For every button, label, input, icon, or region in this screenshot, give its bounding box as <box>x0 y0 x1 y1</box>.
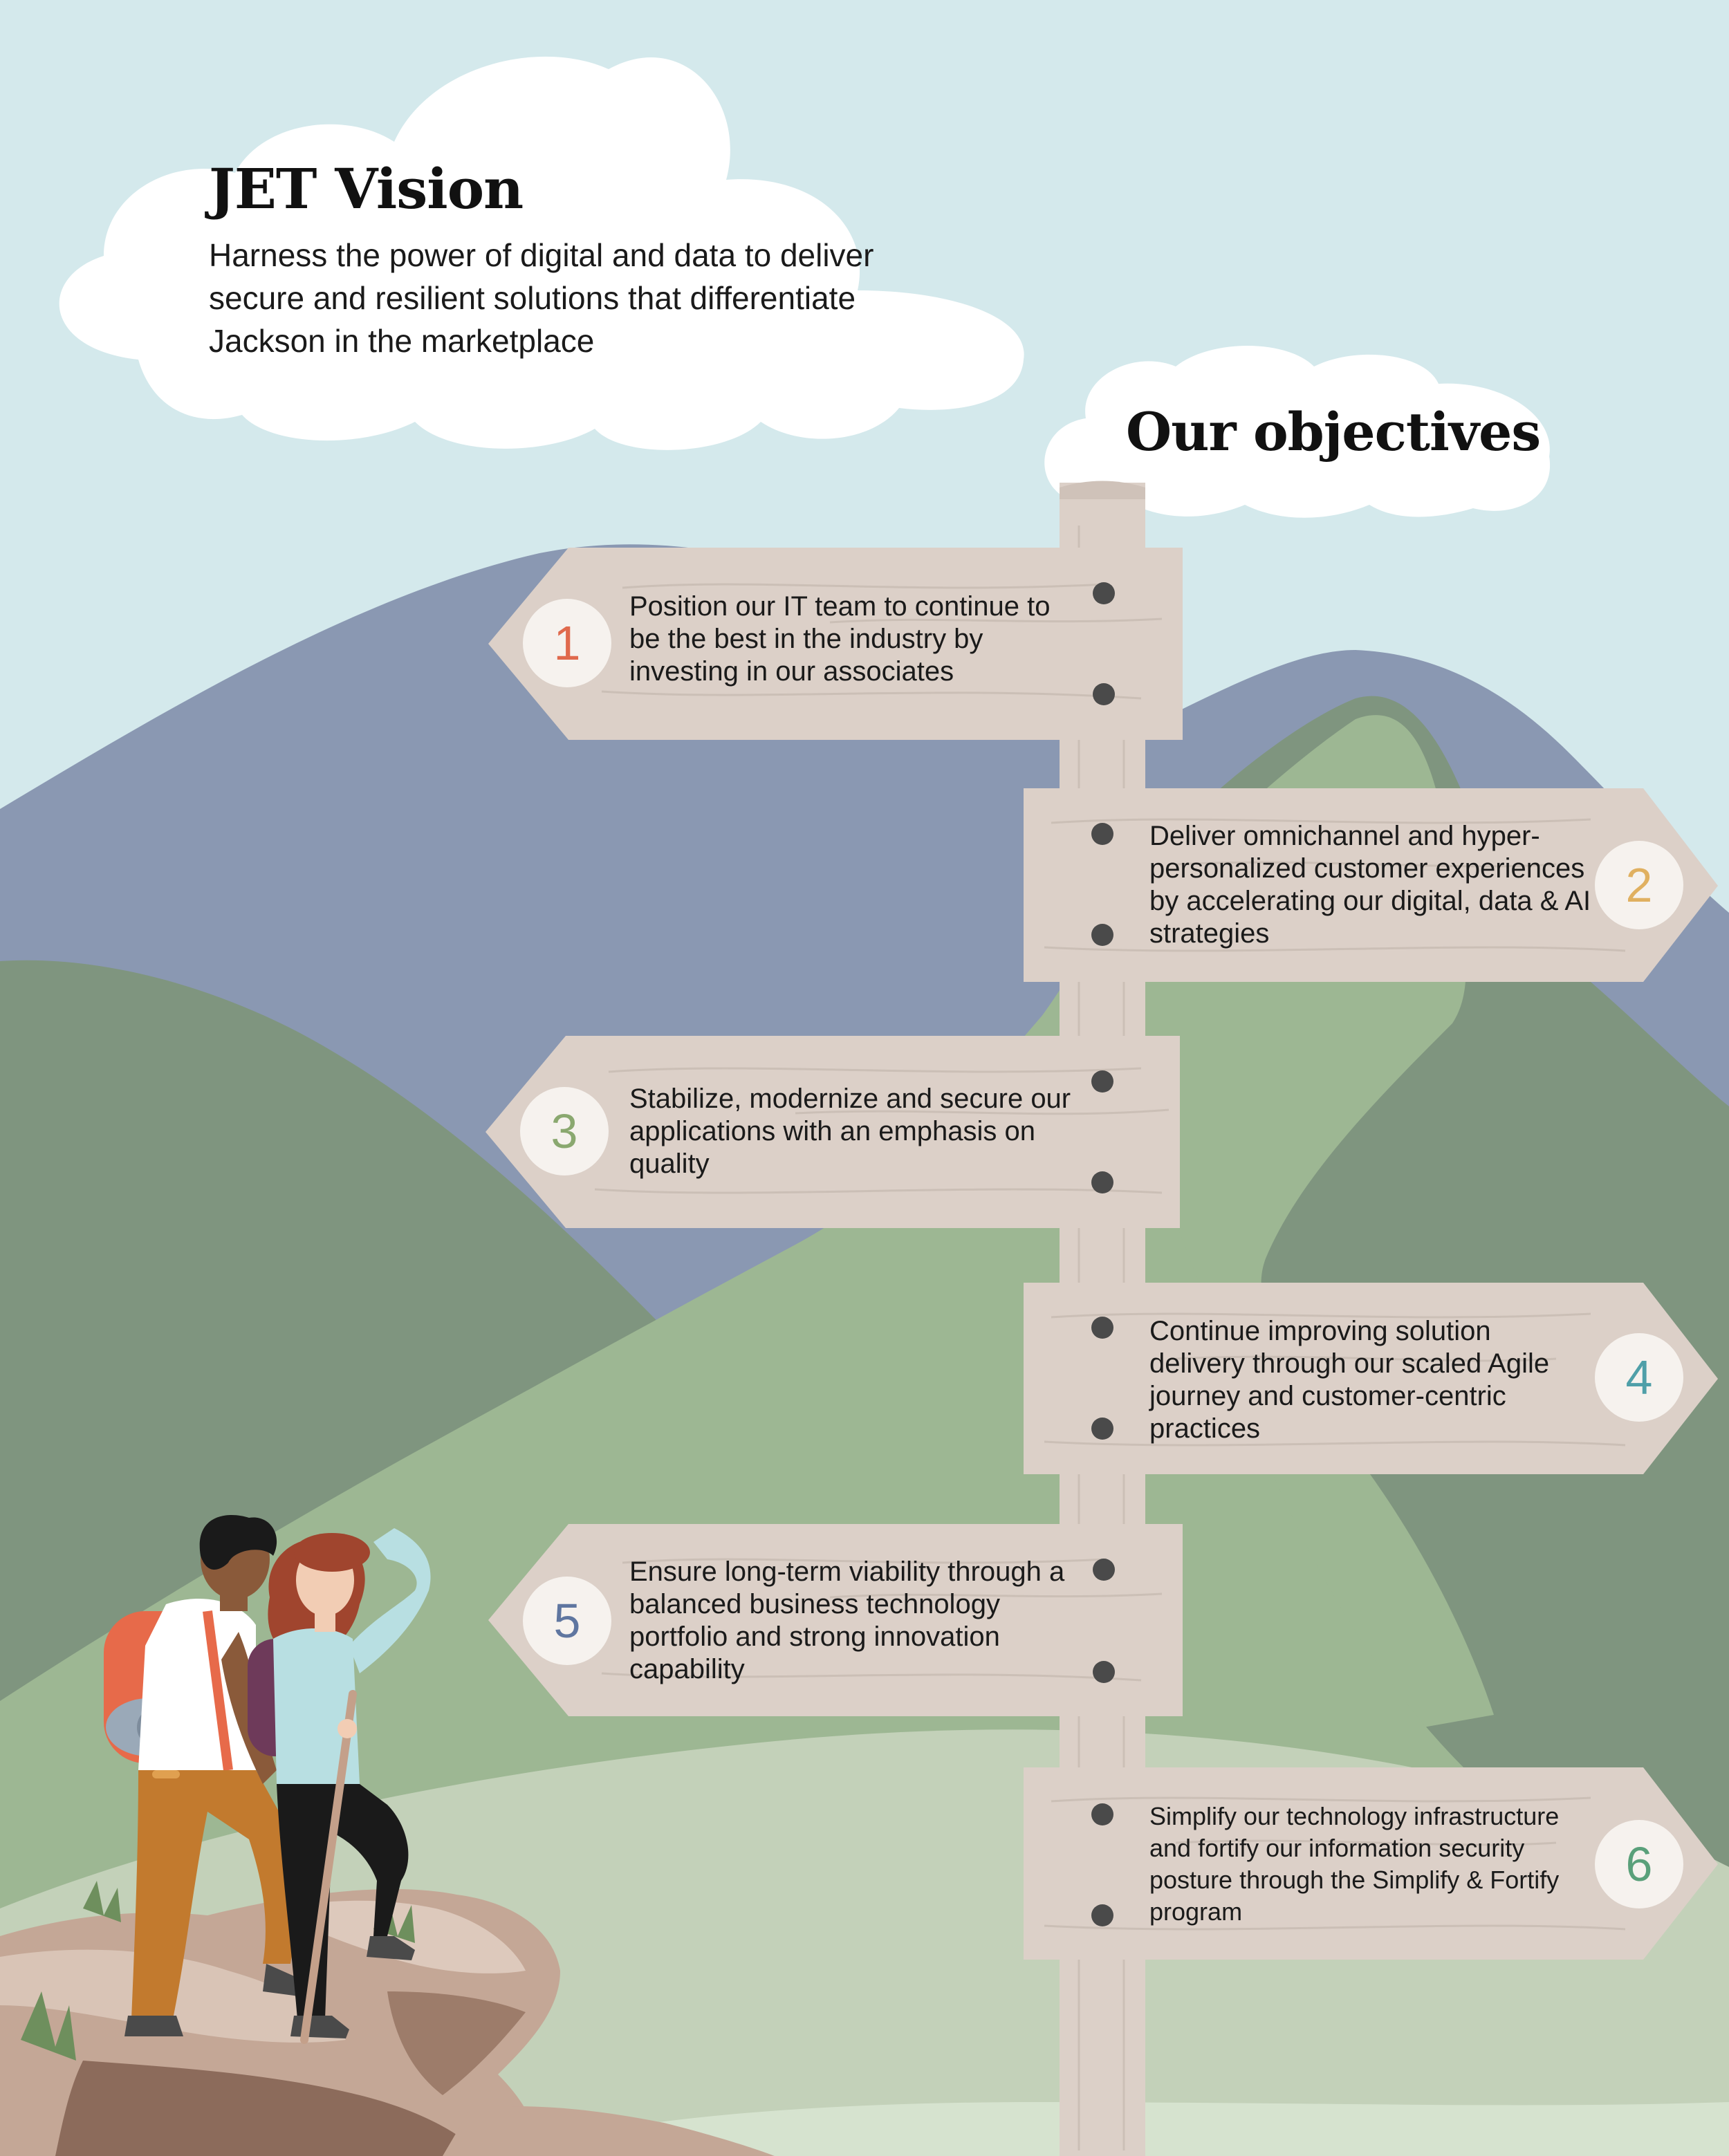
objective-text-1: Position our IT team to continue to be t… <box>629 591 1051 687</box>
objective-text-3: Stabilize, modernize and secure our appl… <box>629 1084 1071 1179</box>
pole-cap <box>1060 481 1145 499</box>
sign-5 <box>488 1524 1183 1716</box>
objective-number-1: 1 <box>523 599 611 687</box>
vision-cloud <box>59 56 1024 450</box>
objective-number-3: 3 <box>520 1087 609 1175</box>
objectives-cloud <box>1044 346 1551 518</box>
sign-3 <box>486 1036 1180 1228</box>
sign-4 <box>1024 1283 1718 1474</box>
objective-number-5: 5 <box>523 1577 611 1665</box>
objectives-title: Our objectives <box>1126 401 1541 463</box>
hikers-illustration <box>104 1514 431 2044</box>
objective-text-4: Continue improving solution delivery thr… <box>1149 1316 1550 1444</box>
vision-statement: Harness the power of digital and data to… <box>209 237 874 359</box>
objective-number-6: 6 <box>1595 1820 1683 1908</box>
objective-text-5: Ensure long-term viability through a bal… <box>629 1556 1065 1684</box>
objective-number-4: 4 <box>1595 1333 1683 1422</box>
objective-number-2: 2 <box>1595 841 1683 929</box>
objective-text-6: Simplify our technology infrastructure a… <box>1149 1802 1560 1926</box>
sign-6 <box>1024 1767 1718 1960</box>
sign-1 <box>488 548 1183 740</box>
vision-title: JET Vision <box>209 156 524 221</box>
sign-2 <box>1024 788 1718 982</box>
objective-text-2: Deliver omnichannel and hyper-personaliz… <box>1149 821 1591 949</box>
